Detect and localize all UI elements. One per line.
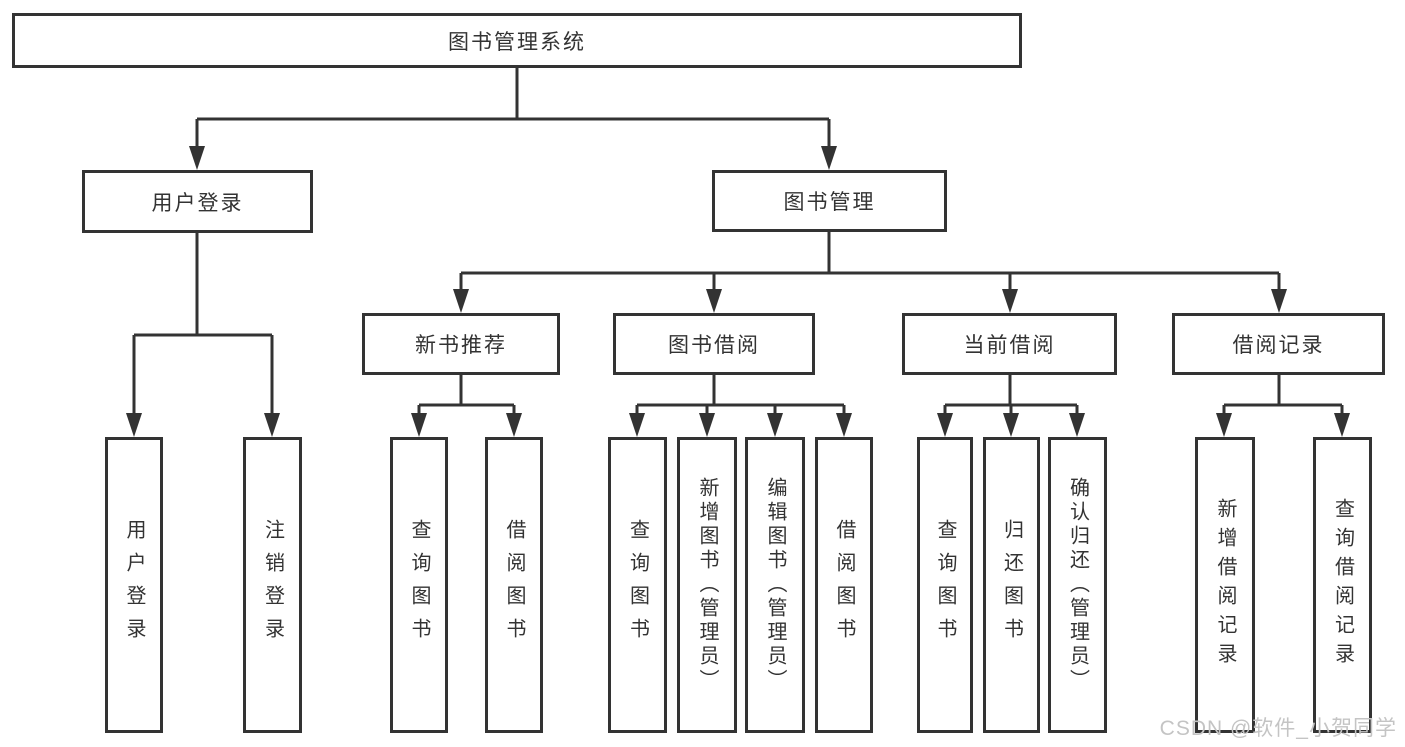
node-user-login: 用户登录 <box>82 170 313 233</box>
leaf-logout: 注销登录 <box>243 437 302 733</box>
leaf-confirm-return-admin: 确认归还（管理员） <box>1048 437 1107 733</box>
leaf-query-books-recommend: 查询图书 <box>390 437 448 733</box>
leaf-borrow-books: 借阅图书 <box>815 437 873 733</box>
leaf-return-books: 归还图书 <box>983 437 1040 733</box>
node-book-management: 图书管理 <box>712 170 947 232</box>
node-current-borrowing: 当前借阅 <box>902 313 1117 375</box>
leaf-add-borrow-record: 新增借阅记录 <box>1195 437 1255 733</box>
leaf-edit-books-admin: 编辑图书（管理员） <box>745 437 805 733</box>
node-new-book-recommend: 新书推荐 <box>362 313 560 375</box>
leaf-add-books-admin: 新增图书（管理员） <box>677 437 737 733</box>
leaf-query-books-current: 查询图书 <box>917 437 973 733</box>
leaf-query-borrow-record: 查询借阅记录 <box>1313 437 1372 733</box>
leaf-borrow-books-recommend: 借阅图书 <box>485 437 543 733</box>
csdn-watermark: CSDN @软件_小贺同学 <box>1159 717 1397 740</box>
node-library-management-system: 图书管理系统 <box>12 13 1022 68</box>
node-book-borrowing: 图书借阅 <box>613 313 815 375</box>
node-borrowing-records: 借阅记录 <box>1172 313 1385 375</box>
leaf-query-books-borrowing: 查询图书 <box>608 437 667 733</box>
leaf-user-login: 用户登录 <box>105 437 163 733</box>
